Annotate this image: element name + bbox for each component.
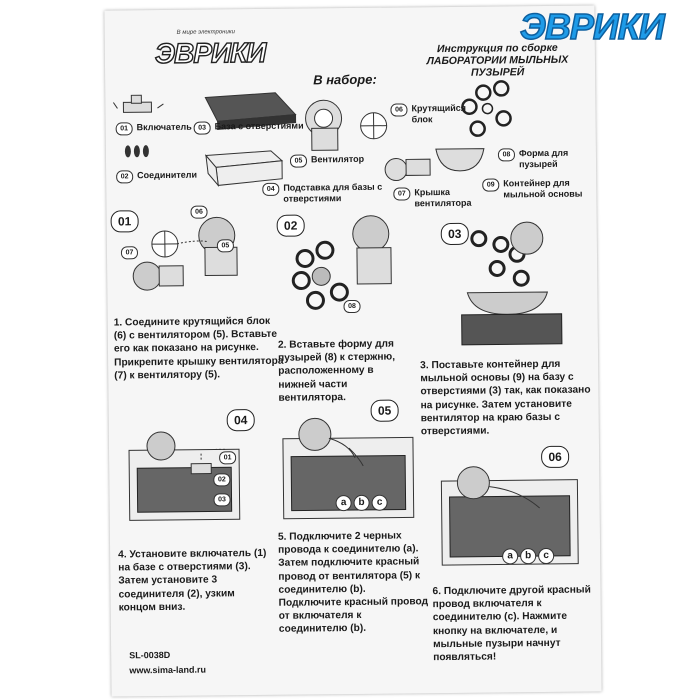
switch-illustration [112,94,164,113]
kit-item-number: 06 [390,103,408,117]
step-2-diagram [291,215,392,310]
kit-item-base: 03 База с отверстиями [193,120,304,135]
instruction-sheet: В мире электроники ЭВРИКИ Инструкция по … [104,5,602,697]
kit-item-fan: 05 Вентилятор [289,153,365,168]
kit-item-label: Включатель [136,121,192,133]
callout-05: 05 [216,239,234,253]
kit-item-label: База с отверстиями [214,120,304,132]
kit-item-stand: 04 Подставка для базы с отверстиями [262,182,382,205]
step-6-connector-labels: a b c [502,547,555,565]
connector-a-label: a [335,495,352,512]
kit-item-number: 03 [193,121,211,135]
kit-item-label: Крутящийся блок [411,102,467,125]
step-2-text: 2. Вставьте форму для пузырей (8) к стер… [277,338,396,404]
step-6-text: 6. Подключите другой красный провод вклю… [432,584,591,664]
connectors-illustration [124,145,149,158]
step-6-diagram [440,466,579,566]
step-3-diagram [461,221,563,346]
kit-item-number: 04 [262,182,280,196]
kit-item-label: Подставка для базы с отверстиями [283,181,383,204]
corner-logo-text: ЭВРИКИ [519,5,665,48]
step-1-text: 1. Соедините крутящийся блок (6) с венти… [113,315,284,382]
kit-item-label: Соединители [137,169,198,181]
callout-08: 08 [343,299,361,314]
product-code: SL-0038D [129,649,171,661]
fan-cover-illustration [384,158,431,182]
callout-03: 03 [213,493,231,507]
kit-item-container: 09 Контейнер для мыльной основы [482,178,590,201]
fan-illustration [305,99,343,151]
connector-c-label: c [538,547,555,565]
bubble-form-illustration [461,80,512,137]
kit-item-fan-cover: 07 Крышка вентилятора [393,187,473,210]
callout-02: 02 [213,473,231,487]
stand-illustration [204,150,284,187]
kit-item-number: 05 [289,154,308,168]
container-illustration [435,148,485,172]
kit-item-number: 09 [482,178,500,192]
corner-logo: ЭВРИКИ [519,5,696,50]
callout-06: 06 [190,205,208,219]
step-5-text: 5. Подключите 2 черных провода к соедини… [277,530,429,636]
callout-07: 07 [120,246,139,260]
kit-item-label: Форма для пузырей [518,147,569,170]
connector-b-label: b [353,494,370,512]
step-5-connector-labels: a b c [335,494,388,512]
kit-item-switch: 01 Включатель [115,121,192,136]
kit-item-number: 01 [115,122,133,136]
kit-item-label: Крышка вентилятора [414,186,472,209]
connector-a-label: a [502,548,519,565]
kit-item-connectors: 02 Соединители [116,170,197,184]
kit-item-label: Вентилятор [310,153,365,165]
kit-item-rotating-block: 06 Крутящийся блок [390,103,466,126]
step-4-text: 4. Установите включатель (1) на базе с о… [118,547,267,614]
kit-item-number: 02 [116,170,134,184]
callout-01: 01 [219,451,237,465]
base-illustration [204,92,297,130]
rotating-block-illustration [360,112,388,140]
kit-item-bubble-form: 08 Форма для пузырей [497,147,586,171]
step-3-text: 3. Поставьте контейнер для мыльной основ… [420,358,591,438]
step-4-diagram [128,431,241,521]
connector-b-label: b [520,548,537,565]
kit-item-number: 08 [497,148,516,162]
website-url: www.sima-land.ru [129,664,207,676]
kit-item-number: 07 [393,187,411,201]
connector-c-label: c [371,494,388,511]
step-1-diagram [132,216,238,291]
kit-illustrations [112,80,512,187]
kit-item-label: Контейнер для мыльной основы [503,177,583,200]
